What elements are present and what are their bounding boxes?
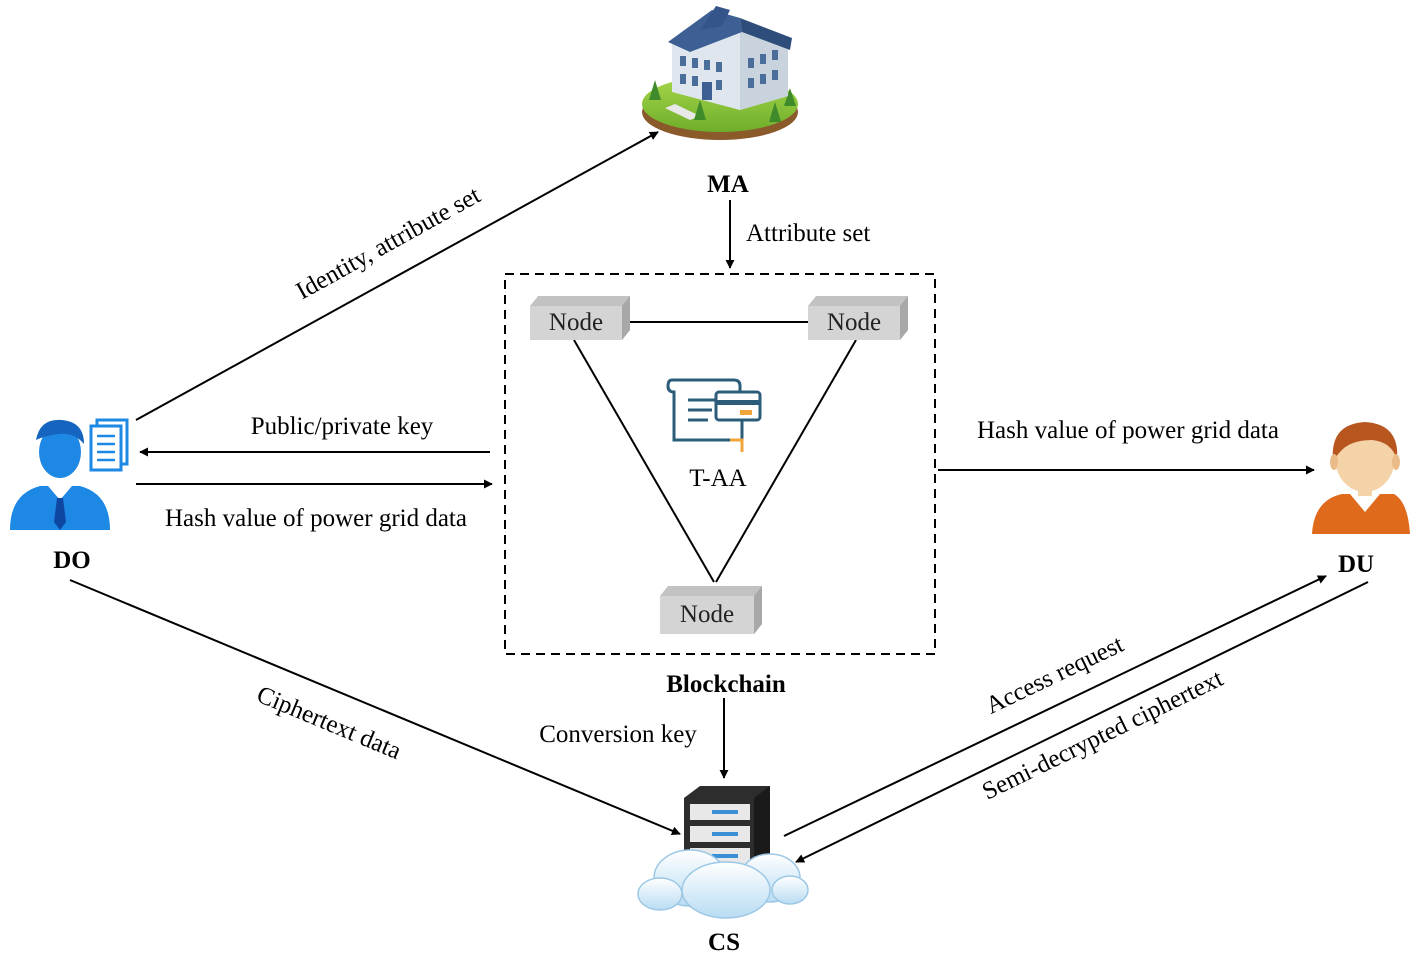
taa-label: T-AA — [689, 465, 746, 492]
do-label: DO — [53, 547, 91, 574]
ma-label: MA — [707, 171, 749, 198]
node-top-left: Node — [530, 296, 630, 340]
edge-label-ciphertext: Ciphertext data — [253, 681, 405, 765]
edge-label-conversion-key: Conversion key — [539, 721, 697, 748]
edge-label-hash-do: Hash value of power grid data — [165, 505, 467, 532]
building-icon — [642, 6, 798, 140]
arrow-do-to-cs — [69, 579, 681, 836]
node-links — [573, 321, 857, 583]
du-label: DU — [1338, 551, 1374, 578]
node-label: Node — [827, 309, 881, 336]
cloud-server-icon — [637, 786, 809, 919]
data-owner-icon — [10, 418, 129, 530]
cs-label: CS — [708, 929, 740, 956]
node-top-right: Node — [808, 296, 908, 340]
edge-label-hash-du: Hash value of power grid data — [977, 417, 1279, 444]
data-user-icon — [1312, 422, 1410, 534]
arrow-cs-to-du — [783, 575, 1327, 837]
edge-label-public-private-key: Public/private key — [251, 413, 434, 440]
blockchain-boundary — [504, 273, 936, 655]
blockchain-label: Blockchain — [666, 671, 786, 698]
node-label: Node — [680, 601, 734, 628]
node-label: Node — [549, 309, 603, 336]
arrow-du-to-cs — [795, 581, 1369, 863]
edge-label-attribute-set: Attribute set — [746, 220, 870, 247]
arrow-do-to-ma — [135, 131, 659, 421]
arrows — [69, 131, 1369, 863]
smart-contract-icon — [666, 378, 762, 452]
node-bottom: Node — [660, 586, 762, 634]
